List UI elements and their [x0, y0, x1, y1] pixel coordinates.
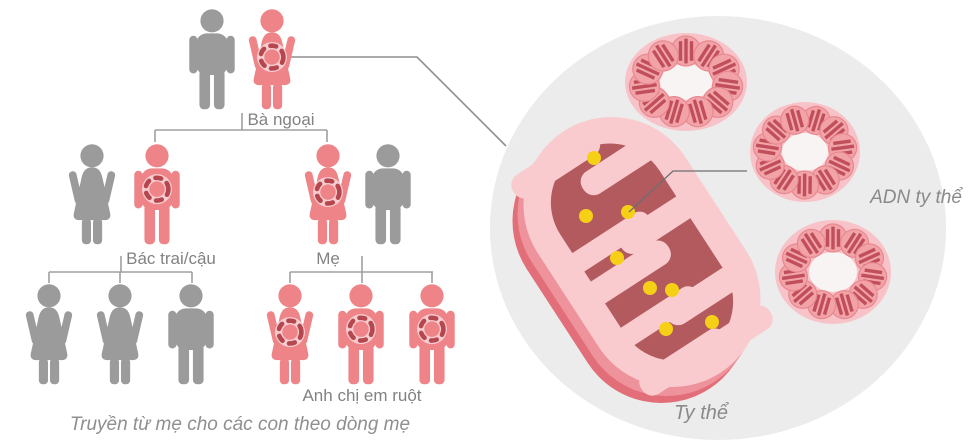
label-grandmother: Bà ngoại: [247, 110, 315, 129]
label-mitochondrial-dna: ADN ty thể: [870, 187, 962, 208]
person-icon-female-mtdna-carrier: [304, 144, 352, 245]
person-icon-female: [25, 284, 73, 385]
person-icon-female-mtdna-carrier: [266, 284, 314, 385]
generation2-uncle-couple: [63, 141, 186, 247]
person-icon-female: [96, 284, 144, 385]
mtdna-circle: [775, 220, 891, 324]
pedigree-connector-lines: [48, 113, 433, 283]
mitochondrion-matrix-cristae: [511, 131, 773, 396]
generation3-cousins: [20, 281, 220, 387]
label-mitochondrion: Ty thể: [673, 402, 729, 424]
caption-maternal-inheritance: Truyền từ mẹ cho các con theo dòng mẹ: [69, 414, 411, 435]
mtdna-circle: [625, 33, 747, 131]
mitochondrion-illustration: [478, 83, 795, 437]
label-mother: Mẹ: [316, 249, 340, 268]
label-uncle: Bác trai/cậu: [126, 249, 216, 268]
leader-line-nucleoid-to-mtdna: [628, 170, 747, 213]
mtdna-circle: [750, 102, 860, 202]
person-icon-male: [365, 144, 411, 245]
person-icon-female-mtdna-carrier: [248, 9, 296, 110]
person-icon-female: [68, 144, 116, 245]
generation3-siblings: [261, 281, 461, 387]
person-icon-male: [189, 9, 235, 110]
generation1-grandparents: [183, 6, 301, 112]
generation2-mother-couple: [299, 141, 417, 247]
person-icon-male: [168, 284, 214, 385]
label-siblings: Anh chị em ruột: [302, 386, 422, 405]
leader-line-grandmother-to-cell: [290, 56, 507, 147]
mtdna-circles: [625, 33, 891, 324]
person-icon-male-mtdna-carrier: [409, 284, 455, 385]
mtdna-nucleoid-dots: [579, 151, 719, 336]
person-icon-male-mtdna-carrier: [338, 284, 384, 385]
person-icon-male-mtdna-carrier: [134, 144, 180, 245]
